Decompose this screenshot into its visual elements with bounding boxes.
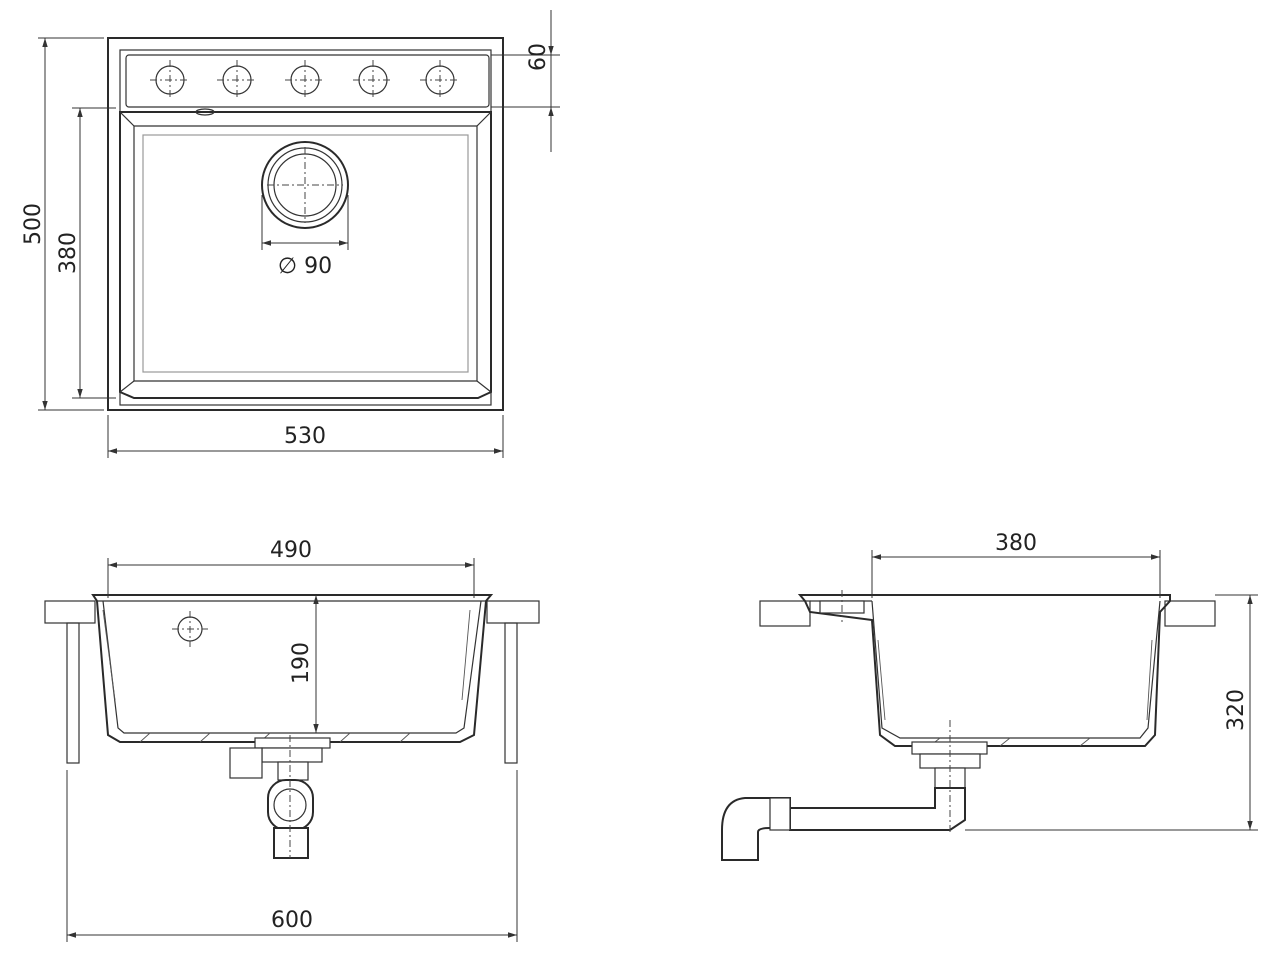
dim-top-height: 500 [21,203,46,245]
dim-side-bowl-width: 380 [995,531,1037,556]
siphon-icon [229,735,331,859]
tap-holes [150,60,460,100]
tap-hole-icon [353,60,393,100]
countertop-section-side [759,600,1216,627]
tap-deck [125,54,490,108]
side-view: 380 320 [721,531,1258,861]
dim-side-total-depth: 320 [1224,689,1249,731]
dim-bowl-height: 380 [56,232,81,274]
drain-icon [261,141,349,250]
overflow-slot [195,108,215,116]
top-view: ∅ 90 530 500 380 60 [21,10,560,458]
dim-top-width: 530 [284,424,326,449]
sink-outer-outline [107,37,504,411]
tap-hole-icon [150,60,190,100]
front-view: 490 190 600 [44,538,540,942]
tap-hole-icon [285,60,325,100]
dim-front-inner-width: 490 [270,538,312,563]
side-siphon-icon [721,720,988,861]
drain-diameter-label: ∅ 90 [278,254,332,279]
dim-front-depth: 190 [289,642,314,684]
tap-hole-section [819,590,865,622]
side-sink-body [797,594,1171,747]
countertop-section [44,600,540,764]
dim-deck-depth: 60 [526,43,551,71]
overflow-icon [172,611,208,647]
dim-front-cutout-width: 600 [271,908,313,933]
tap-hole-icon [420,60,460,100]
front-sink-body [91,594,494,743]
tap-hole-icon [217,60,257,100]
